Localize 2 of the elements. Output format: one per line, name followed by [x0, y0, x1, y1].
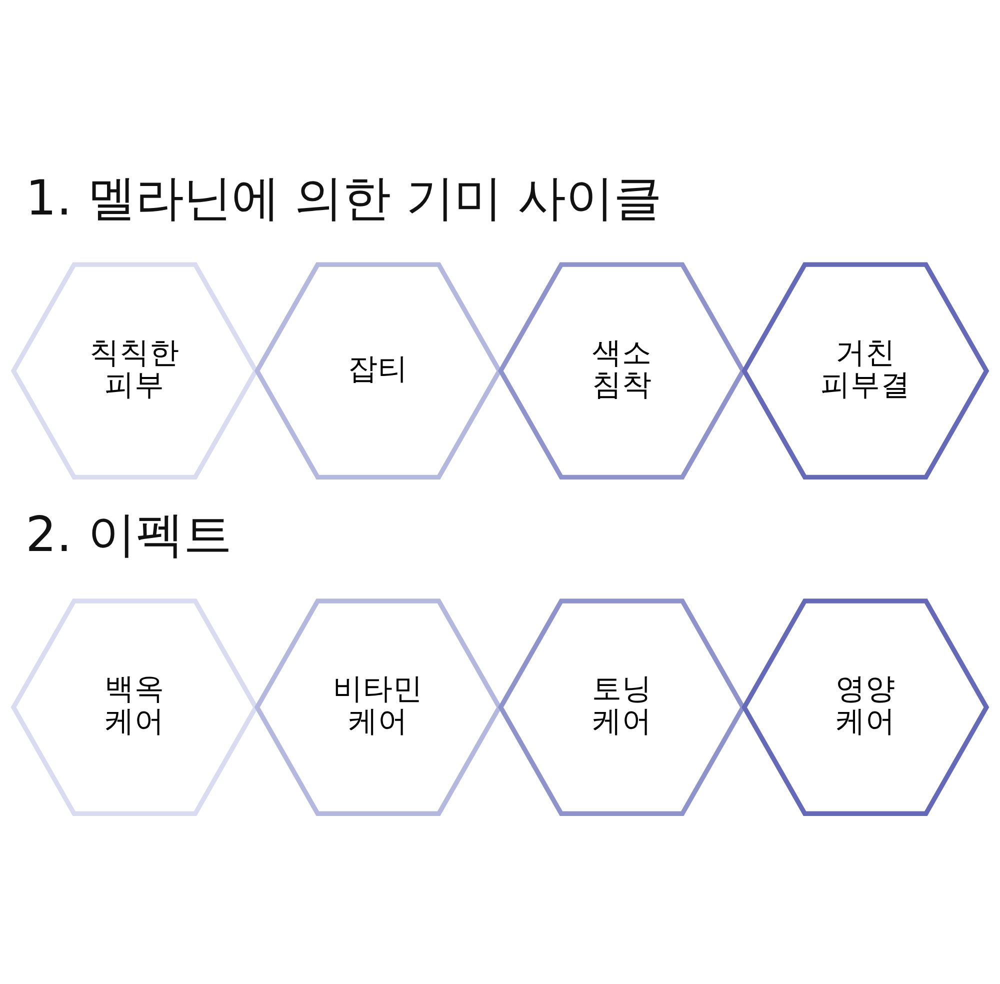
label: 2. 이펙트: [26, 506, 232, 563]
label: 1. 멜라닌에 의한 기미 사이클: [26, 170, 662, 227]
